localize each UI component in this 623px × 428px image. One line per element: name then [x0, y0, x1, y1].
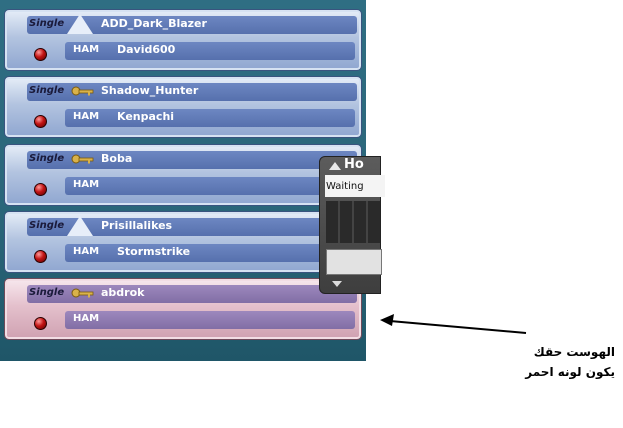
room-slot-5-top-strip — [27, 285, 357, 303]
host-dialog: Ho Waiting — [319, 156, 385, 294]
annotation-arrow-icon — [380, 314, 527, 334]
room-slot-4-bottom-strip — [65, 244, 355, 262]
room-slot-1[interactable]: Single ADD_Dark_Blazer HAM David600 — [4, 9, 362, 71]
game-mode-label: Single — [29, 85, 65, 96]
triangle-icon — [67, 216, 93, 236]
room-slot-5-host[interactable]: Single abdrok HAM — [4, 278, 362, 340]
command-label: HAM — [73, 246, 100, 257]
room-list-panel: Single ADD_Dark_Blazer HAM David600 Sing… — [0, 0, 385, 361]
player-1-name: abdrok — [101, 286, 145, 299]
dialog-input-field[interactable] — [326, 249, 382, 275]
room-slot-2[interactable]: Single Shadow_Hunter HAM Kenpachi — [4, 76, 362, 138]
status-light-icon — [34, 250, 47, 263]
game-mode-label: Single — [29, 18, 65, 29]
room-slot-2-bottom-strip — [65, 109, 355, 127]
player-2-name: Kenpachi — [117, 110, 175, 123]
player-1-name: Boba — [101, 152, 133, 165]
room-slot-3-top-strip — [27, 151, 357, 169]
status-light-icon — [34, 48, 47, 61]
player-2-name: David600 — [117, 43, 176, 56]
expand-arrow-icon[interactable] — [332, 281, 342, 287]
triangle-icon — [67, 14, 93, 34]
command-label: HAM — [73, 44, 100, 55]
dialog-title: Ho — [344, 157, 364, 172]
collapse-arrow-icon[interactable] — [329, 162, 341, 170]
command-label: HAM — [73, 111, 100, 122]
player-1-name: ADD_Dark_Blazer — [101, 17, 207, 30]
room-slot-4[interactable]: Single Prisillalikes HAM Stormstrike — [4, 211, 362, 273]
player-1-name: Shadow_Hunter — [101, 84, 199, 97]
room-slot-2-top-strip — [27, 83, 357, 101]
command-label: HAM — [73, 179, 100, 190]
room-slot-1-bottom-strip — [65, 42, 355, 60]
status-light-icon — [34, 115, 47, 128]
dialog-status-area — [325, 175, 385, 197]
dialog-status-text: Waiting — [326, 181, 364, 192]
room-slot-3-bottom-strip — [65, 177, 355, 195]
dialog-slots — [326, 201, 380, 243]
player-1-name: Prisillalikes — [101, 219, 173, 232]
annotation-line-1: الهوست حقك — [533, 345, 615, 359]
game-mode-label: Single — [29, 153, 65, 164]
key-icon — [71, 154, 94, 164]
room-slot-1-top-strip — [27, 16, 357, 34]
game-mode-label: Single — [29, 220, 65, 231]
room-slot-5-bottom-strip — [65, 311, 355, 329]
status-light-icon — [34, 317, 47, 330]
annotation-line-2: يكون لونه احمر — [525, 365, 615, 379]
key-icon — [71, 288, 94, 298]
player-2-name: Stormstrike — [117, 245, 191, 258]
game-mode-label: Single — [29, 287, 65, 298]
command-label: HAM — [73, 313, 100, 324]
room-slot-3[interactable]: Single Boba HAM — [4, 144, 362, 206]
status-light-icon — [34, 183, 47, 196]
room-slot-4-top-strip — [27, 218, 357, 236]
key-icon — [71, 86, 94, 96]
